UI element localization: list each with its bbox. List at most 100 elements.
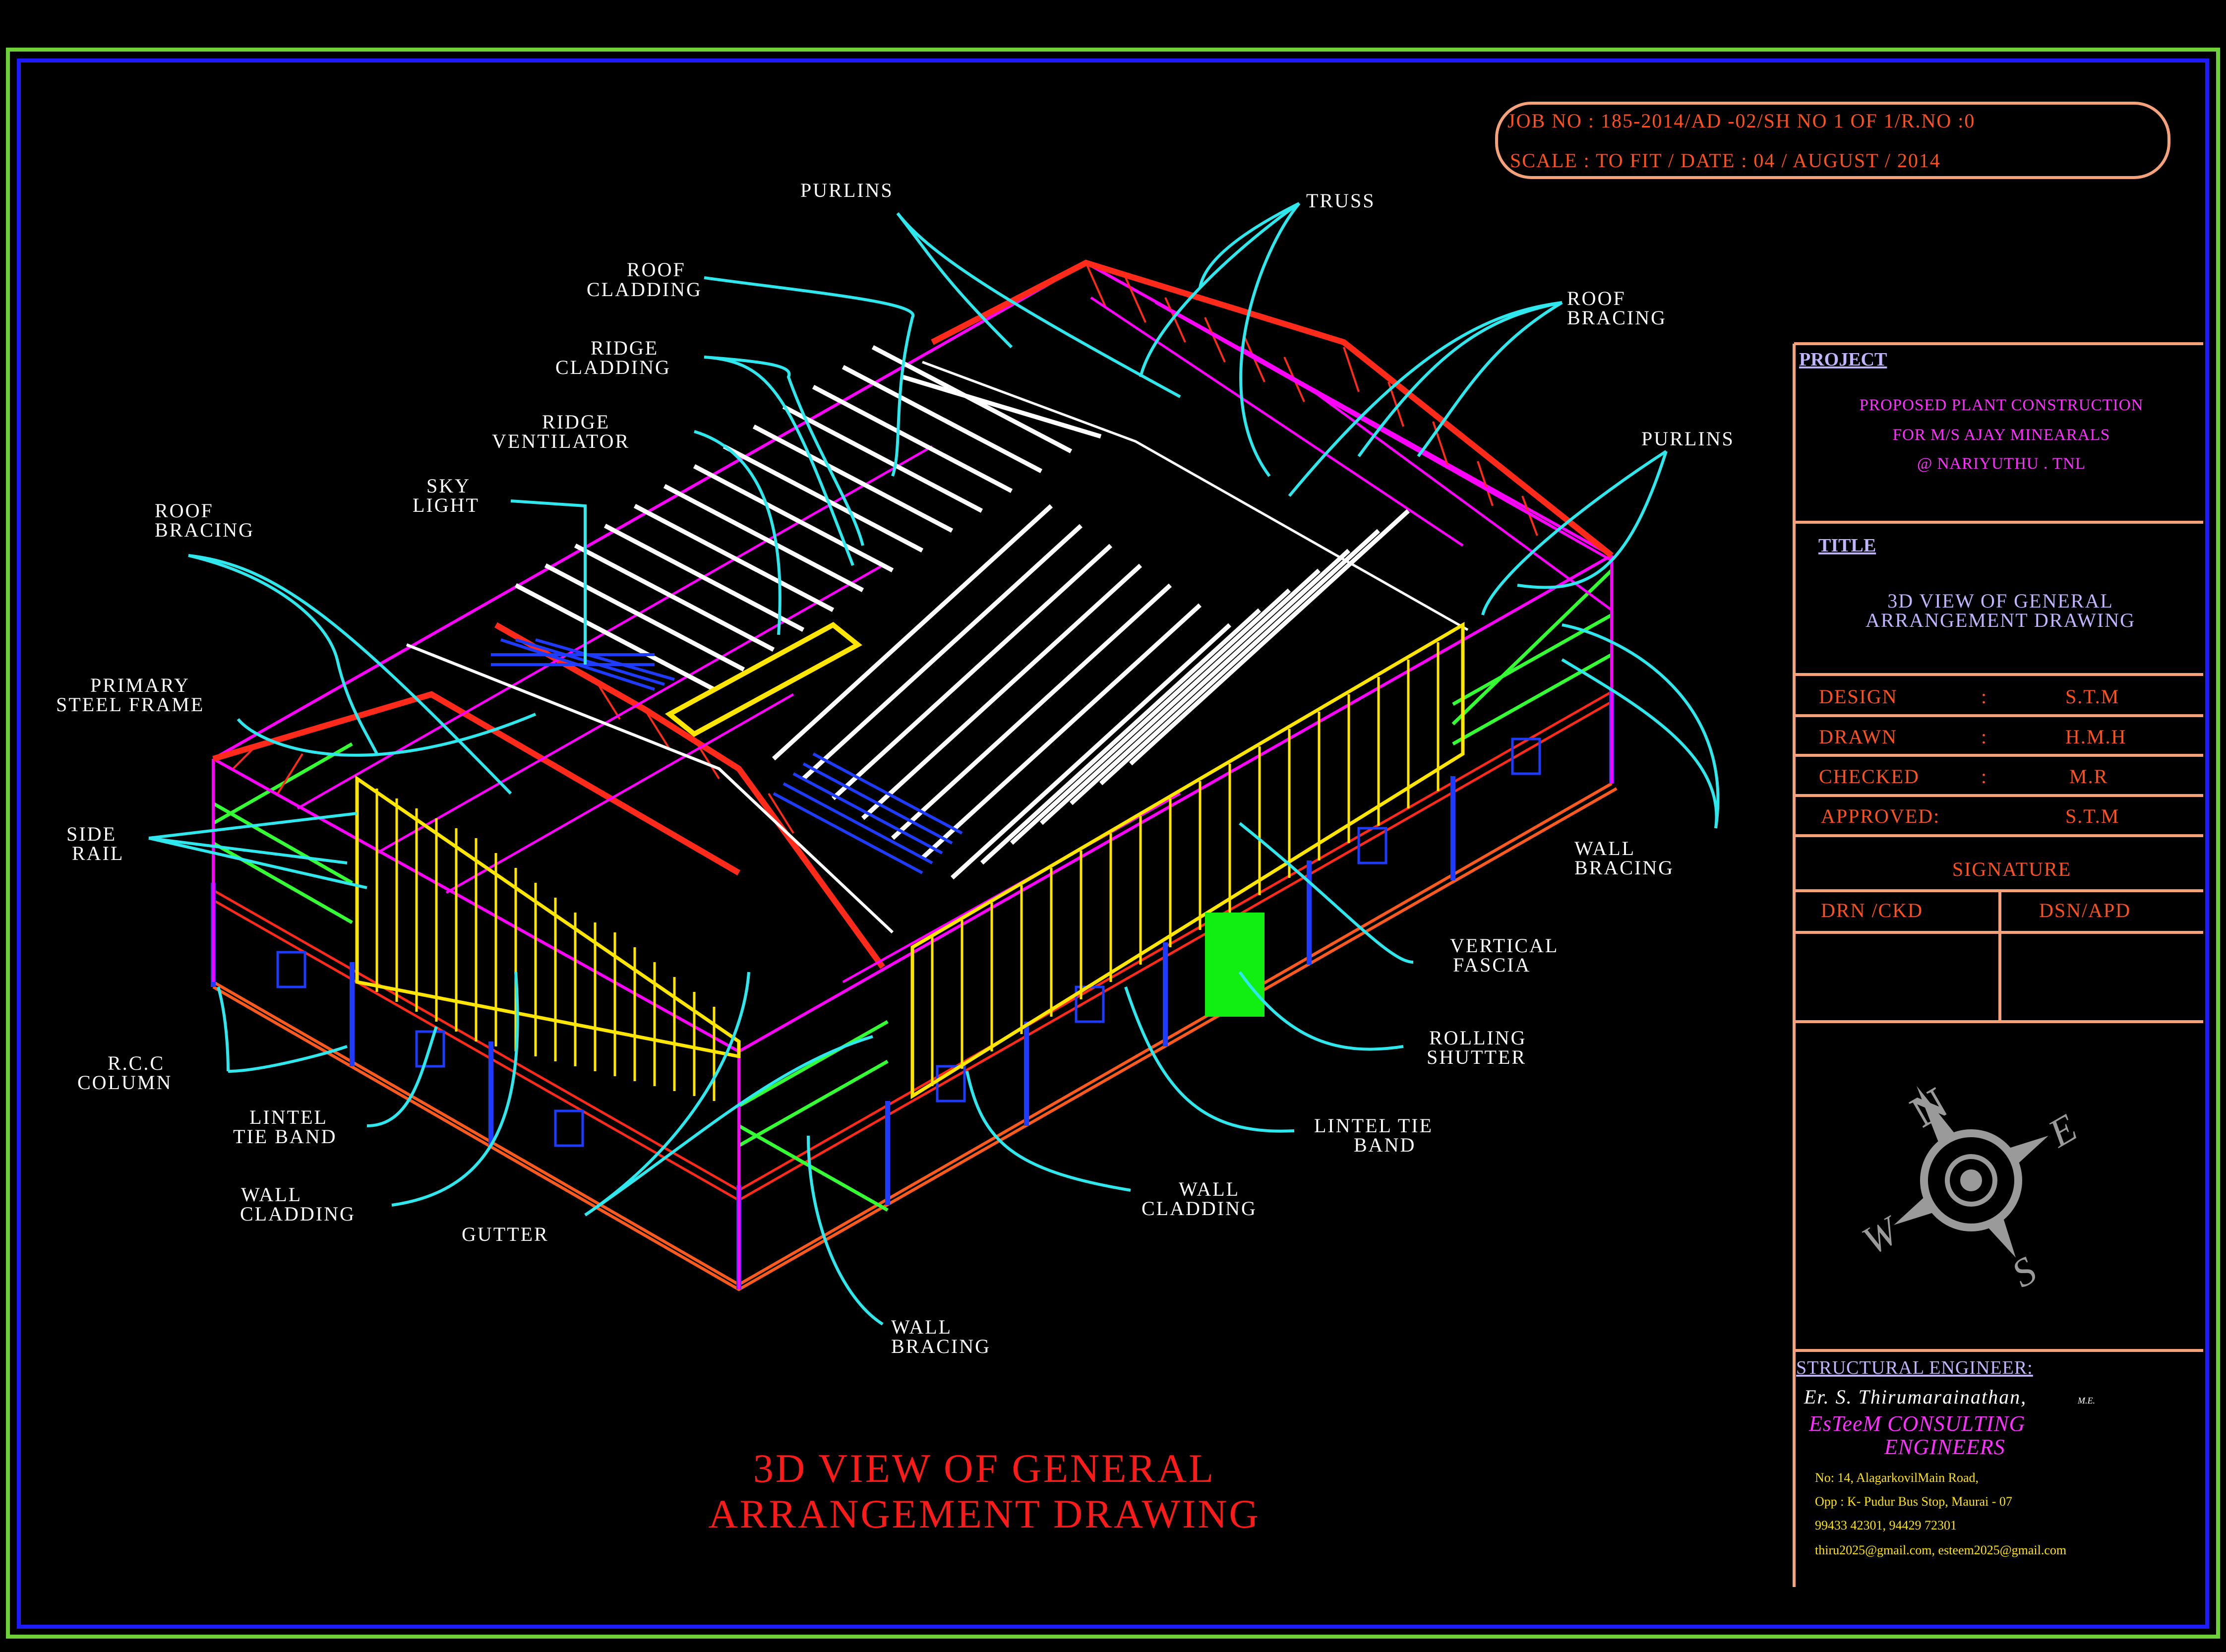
label-ridge-cladding-2: CLADDING [555, 356, 671, 378]
label-roof-cladding-2: CLADDING [587, 278, 702, 301]
callout-labels: PURLINS TRUSS ROOF CLADDING ROOF BRACING… [56, 179, 1735, 1357]
drawn-sep: : [1981, 726, 1987, 748]
rolling-shutter [1205, 913, 1264, 1017]
label-rcc-column-1: R.C.C [108, 1052, 165, 1074]
design-label: DESIGN [1819, 685, 1898, 708]
wall-cladding-left-sheets [375, 789, 716, 1101]
compass-west-point [1894, 1194, 1938, 1225]
project-line-3: @ NARIYUTHU . TNL [1917, 455, 2086, 473]
label-roof-bracing-left-1: ROOF [155, 499, 214, 522]
label-wall-cladding-mid-1: WALL [1179, 1178, 1240, 1200]
engineer-degree: M.E. [2077, 1396, 2095, 1406]
checked-value: M.R [2069, 765, 2108, 788]
label-roof-bracing-right-2: BRACING [1567, 306, 1667, 329]
roof-cladding-left [514, 345, 1102, 691]
outer-border [6, 48, 2220, 1639]
inner-border [17, 59, 2209, 1629]
compass-hub [1960, 1169, 1982, 1191]
compass-s: S [2005, 1248, 2044, 1296]
ridge-ventilator [665, 622, 862, 737]
label-truss: TRUSS [1306, 189, 1376, 212]
job-header: JOB NO : 185-2014/AD -02/SH NO 1 OF 1/R.… [1495, 102, 2170, 179]
title-block: PROJECT PROPOSED PLANT CONSTRUCTION FOR … [1793, 342, 2203, 1587]
address-line-1: No: 14, AlagarkovilMain Road, [1815, 1470, 1979, 1485]
ridge-cladding-edge [922, 361, 1469, 631]
label-wall-bracing-bottom-2: BRACING [891, 1335, 991, 1357]
ridge-cladding [406, 643, 894, 934]
label-ridge-ventilator-2: VENTILATOR [492, 430, 630, 452]
engineer-heading: STRUCTURAL ENGINEER: [1796, 1357, 2033, 1378]
label-side-rail-2: RAIL [72, 842, 124, 864]
wall-cladding-right [910, 621, 1465, 1100]
approved-label: APPROVED: [1821, 805, 1940, 827]
drawn-value: H.M.H [2065, 726, 2126, 748]
compass-north-arrow [1917, 1086, 1958, 1147]
title-line-1: 3D VIEW OF GENERAL [1887, 590, 2113, 612]
label-purlins-top: PURLINS [800, 179, 894, 201]
wall-cladding-left [355, 775, 741, 1059]
label-vertical-fascia-2: FASCIA [1453, 954, 1531, 976]
wall-bracing [212, 569, 1613, 1212]
label-wall-bracing-right-1: WALL [1574, 837, 1635, 859]
label-roof-bracing-right-1: ROOF [1567, 287, 1626, 309]
label-roof-bracing-left-2: BRACING [155, 519, 254, 541]
project-line-1: PROPOSED PLANT CONSTRUCTION [1860, 396, 2144, 414]
compass-south-point [1985, 1214, 2016, 1258]
compass-inner-ring [1945, 1154, 1997, 1207]
checked-sep: : [1981, 765, 1987, 788]
main-title: 3D VIEW OF GENERAL ARRANGEMENT DRAWING [708, 1446, 1260, 1536]
design-sep: : [1981, 685, 1987, 708]
address-line-4: thiru2025@gmail.com, esteem2025@gmail.co… [1815, 1543, 2066, 1557]
address-line-3: 99433 42301, 94429 72301 [1815, 1518, 1957, 1532]
label-lintel-left-2: TIE BAND [233, 1125, 337, 1148]
compass-w: W [1855, 1208, 1908, 1264]
wall-cladding-right-sheets [931, 642, 1440, 1086]
main-title-line-1: 3D VIEW OF GENERAL [753, 1446, 1215, 1491]
label-wall-bracing-right-2: BRACING [1574, 857, 1674, 879]
label-vertical-fascia-1: VERTICAL [1450, 934, 1559, 957]
compass-e: E [2041, 1106, 2084, 1156]
scale-date-line: SCALE : TO FIT / DATE : 04 / AUGUST / 20… [1510, 149, 1941, 172]
label-gutter: GUTTER [462, 1223, 549, 1245]
main-title-line-2: ARRANGEMENT DRAWING [708, 1491, 1260, 1536]
label-lintel-right-2: BAND [1354, 1134, 1416, 1156]
label-purlins-right: PURLINS [1641, 428, 1735, 450]
label-rolling-shutter-2: SHUTTER [1427, 1046, 1526, 1068]
engineer-name: Er. S. Thirumarainathan, [1804, 1386, 2027, 1408]
label-rcc-column-2: COLUMN [77, 1071, 172, 1094]
title-line-2: ARRANGEMENT DRAWING [1865, 609, 2135, 631]
roof-trusses [212, 259, 1614, 969]
job-header-box [1495, 102, 2170, 179]
label-side-rail-1: SIDE [66, 823, 117, 845]
title-block-grid [1793, 342, 2203, 1587]
label-wall-bracing-bottom-1: WALL [891, 1316, 952, 1338]
label-lintel-left-1: LINTEL [249, 1106, 328, 1128]
building-3d-view [211, 259, 1618, 1291]
window-openings [276, 737, 1541, 1147]
label-rolling-shutter-1: ROLLING [1429, 1027, 1527, 1049]
label-sky-light-2: LIGHT [413, 494, 480, 516]
compass-rose: N E S W [1855, 1078, 2084, 1296]
address-line-2: Opp : K- Pudur Bus Stop, Maurai - 07 [1815, 1494, 2012, 1509]
label-primary-frame-1: PRIMARY [90, 674, 190, 696]
label-wall-cladding-left-2: CLADDING [240, 1203, 356, 1225]
label-wall-cladding-mid-2: CLADDING [1142, 1197, 1257, 1220]
dsn-apd-label: DSN/APD [2039, 899, 2131, 921]
label-ridge-ventilator-1: RIDGE [542, 411, 610, 433]
leader-lines [148, 202, 1720, 1326]
label-wall-cladding-left-1: WALL [241, 1183, 302, 1206]
label-sky-light-1: SKY [426, 475, 471, 497]
title-heading: TITLE [1818, 535, 1876, 556]
checked-label: CHECKED [1819, 765, 1920, 788]
base-outline [212, 782, 1618, 1291]
label-lintel-right-1: LINTEL TIE [1314, 1114, 1433, 1137]
job-number-line: JOB NO : 185-2014/AD -02/SH NO 1 OF 1/R.… [1507, 110, 1975, 132]
drawn-label: DRAWN [1819, 726, 1897, 748]
label-primary-frame-2: STEEL FRAME [56, 693, 204, 716]
roof-cladding-right [772, 504, 1410, 880]
approved-value: S.T.M [2065, 805, 2119, 827]
drn-ckd-label: DRN /CKD [1821, 899, 1923, 921]
label-roof-cladding-1: ROOF [627, 258, 686, 281]
firm-line-2: ENGINEERS [1884, 1435, 2005, 1459]
